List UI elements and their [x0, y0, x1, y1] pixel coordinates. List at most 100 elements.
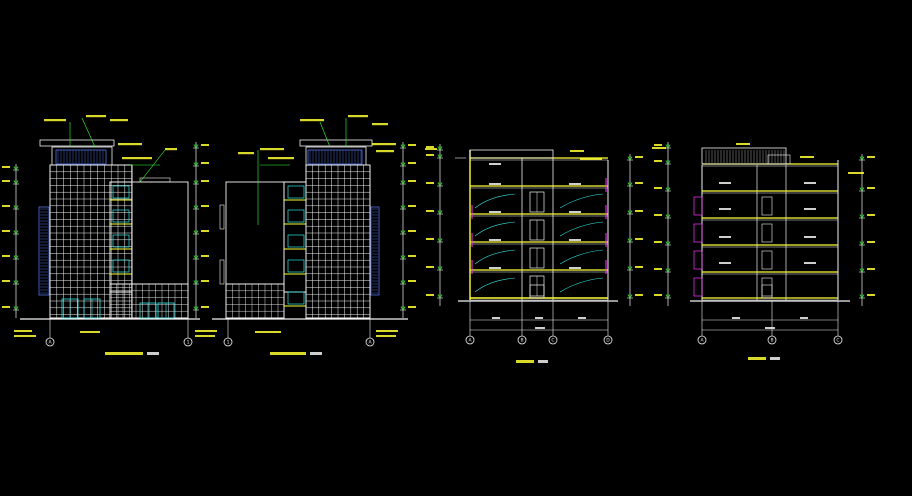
level-text-mark — [408, 180, 416, 182]
roof-glazing — [307, 149, 363, 165]
stair-flight — [559, 193, 604, 209]
level-marker — [13, 306, 19, 311]
level-marker — [859, 241, 865, 246]
balcony-window — [112, 234, 130, 248]
annotation-text-mark — [165, 148, 177, 151]
level-marker — [437, 146, 443, 151]
level-marker — [13, 280, 19, 285]
level-marker — [400, 280, 406, 285]
grid-axis-bubble — [767, 335, 777, 345]
level-marker — [437, 266, 443, 271]
window-opening — [693, 196, 703, 216]
dimension-text-mark — [492, 317, 500, 319]
grid-axis-bubble — [465, 335, 475, 345]
grid-axis-bubble — [223, 337, 233, 347]
room-label-mark — [489, 211, 501, 213]
level-text-mark — [867, 241, 875, 243]
annotation-text-mark — [300, 119, 324, 122]
annotation-text-mark — [372, 123, 388, 126]
level-text-mark — [654, 241, 662, 243]
level-text-mark — [2, 306, 10, 308]
level-text-mark — [635, 266, 643, 268]
level-text-mark — [867, 187, 875, 189]
level-text-mark — [2, 180, 10, 182]
level-text-mark — [408, 280, 416, 282]
level-marker — [400, 255, 406, 260]
level-text-mark — [408, 162, 416, 164]
grid-axis-label: B — [520, 338, 523, 344]
level-text-mark — [2, 166, 10, 168]
grid-axis-bubble — [548, 335, 558, 345]
annotation-text-mark — [260, 148, 284, 151]
balcony-stack — [283, 181, 307, 293]
room-label-mark — [719, 208, 731, 210]
view-scale-mark — [538, 360, 548, 363]
grid-axis-label: D — [606, 338, 610, 344]
level-marker — [13, 166, 19, 171]
level-marker — [13, 180, 19, 185]
level-text-mark — [635, 238, 643, 240]
level-marker — [665, 241, 671, 246]
level-text-mark — [408, 306, 416, 308]
level-marker — [665, 294, 671, 299]
level-marker — [437, 182, 443, 187]
grid-axis-label: B — [770, 338, 773, 344]
wing-outline — [131, 181, 189, 285]
level-marker — [193, 255, 199, 260]
room-label-mark — [804, 208, 816, 210]
balcony-window — [112, 209, 130, 223]
level-marker — [859, 294, 865, 299]
annotation-text-mark — [652, 147, 666, 149]
stair-flight — [559, 249, 604, 265]
level-marker — [193, 180, 199, 185]
roof-canopy — [39, 139, 115, 147]
dimension-text-mark — [800, 317, 808, 319]
grid-axis-label: 1 — [227, 340, 230, 346]
level-text-mark — [2, 255, 10, 257]
level-text-mark — [867, 156, 875, 158]
roof-parapet — [469, 149, 554, 159]
core-door — [761, 277, 773, 297]
ground-door — [529, 284, 545, 299]
balcony-window — [287, 291, 305, 305]
level-text-mark — [426, 154, 434, 156]
stair-flight — [474, 221, 516, 237]
annotation-text-mark — [122, 157, 152, 160]
balcony-window — [112, 185, 130, 199]
level-marker — [437, 210, 443, 215]
room-label-mark — [719, 236, 731, 238]
roof-canopy — [299, 139, 373, 147]
grid-axis-label: C — [836, 338, 839, 344]
annotation-text-mark — [376, 335, 396, 337]
view-title-mark — [516, 360, 534, 363]
level-text-mark — [426, 210, 434, 212]
grid-axis-bubble — [697, 335, 707, 345]
ground-door — [761, 284, 773, 299]
level-marker — [859, 156, 865, 161]
room-label-mark — [489, 183, 501, 185]
level-marker — [627, 210, 633, 215]
wing-outline — [225, 181, 285, 285]
view-scale-mark — [310, 352, 322, 355]
annotation-text-mark — [580, 158, 602, 160]
core-door — [761, 250, 773, 270]
level-text-mark — [408, 205, 416, 207]
window-opening — [693, 250, 703, 270]
level-text-mark — [654, 214, 662, 216]
annotation-text-mark — [44, 119, 66, 122]
annotation-text-mark — [110, 119, 128, 122]
podium-outline — [225, 283, 285, 319]
dimension-text-mark — [732, 317, 740, 319]
level-text-mark — [654, 160, 662, 162]
annotation-text-mark — [80, 331, 100, 333]
level-text-mark — [408, 230, 416, 232]
annotation-text-mark — [195, 330, 217, 332]
level-text-mark — [201, 162, 209, 164]
window-opening — [693, 277, 703, 297]
stair-flight — [474, 193, 516, 209]
grid-axis-label: C — [551, 338, 554, 344]
